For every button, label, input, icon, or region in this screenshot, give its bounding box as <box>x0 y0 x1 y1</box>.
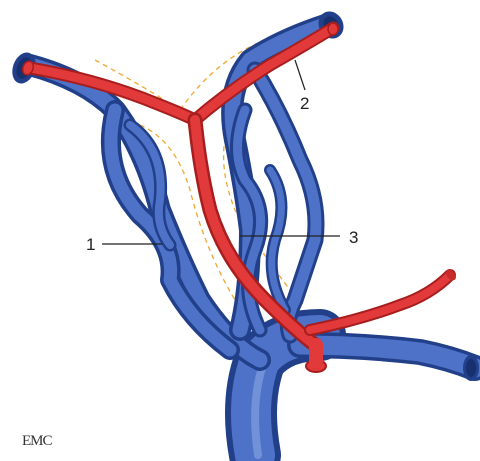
emc-logo: EMC <box>22 433 53 449</box>
callout-label-1: 1 <box>86 235 95 254</box>
vein-opening-right <box>463 355 479 381</box>
callout-label-3: 3 <box>349 228 358 247</box>
callout-label-2: 2 <box>300 94 309 113</box>
